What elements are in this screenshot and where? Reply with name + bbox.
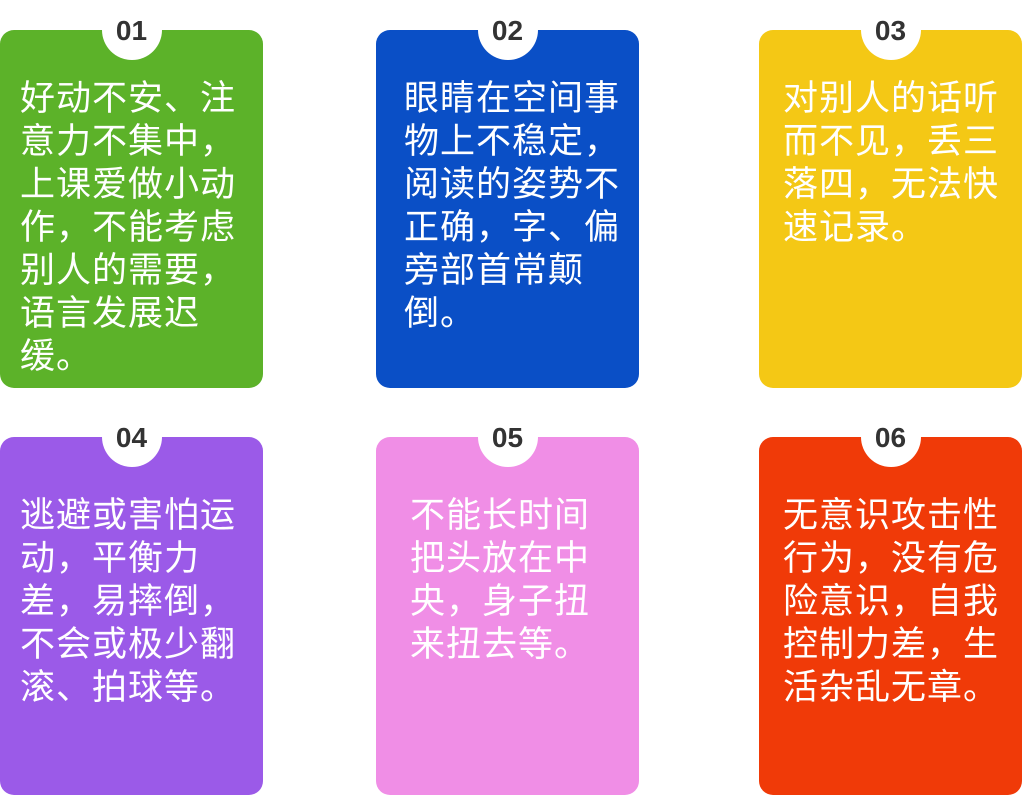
- card-04: 04 逃避或害怕运动，平衡力差，易摔倒，不会或极少翻滚、拍球等。: [0, 407, 263, 795]
- card-05: 05 不能长时间把头放在中央，身子扭来扭去等。: [376, 407, 639, 795]
- card-number: 03: [874, 15, 907, 46]
- card-number: 02: [491, 15, 524, 46]
- card-02: 02 眼睛在空间事物上不稳定，阅读的姿势不正确，字、偏旁部首常颠倒。: [376, 0, 639, 388]
- number-badge: 02: [477, 0, 538, 60]
- card-text: 不能长时间把头放在中央，身子扭来扭去等。: [410, 496, 591, 665]
- card-06: 06 无意识攻击性行为，没有危险意识，自我控制力差，生活杂乱无章。: [759, 407, 1022, 795]
- card-01: 01 好动不安、注意力不集中，上课爱做小动作，不能考虑别人的需要，语言发展迟缓。: [0, 0, 263, 388]
- number-badge: 04: [101, 407, 162, 467]
- card-number: 01: [115, 15, 148, 46]
- card-text: 眼睛在空间事物上不稳定，阅读的姿势不正确，字、偏旁部首常颠倒。: [404, 79, 621, 334]
- card-number: 06: [874, 422, 907, 453]
- number-badge: 05: [477, 407, 538, 467]
- number-badge: 03: [860, 0, 921, 60]
- card-text: 逃避或害怕运动，平衡力差，易摔倒，不会或极少翻滚、拍球等。: [20, 496, 237, 708]
- card-text: 无意识攻击性行为，没有危险意识，自我控制力差，生活杂乱无章。: [783, 496, 1000, 708]
- card-number: 04: [115, 422, 148, 453]
- number-badge: 06: [860, 407, 921, 467]
- card-text: 好动不安、注意力不集中，上课爱做小动作，不能考虑别人的需要，语言发展迟缓。: [20, 79, 237, 377]
- card-03: 03 对别人的话听而不见，丢三落四，无法快速记录。: [759, 0, 1022, 388]
- card-number: 05: [491, 422, 524, 453]
- card-text: 对别人的话听而不见，丢三落四，无法快速记录。: [783, 79, 1000, 248]
- number-badge: 01: [101, 0, 162, 60]
